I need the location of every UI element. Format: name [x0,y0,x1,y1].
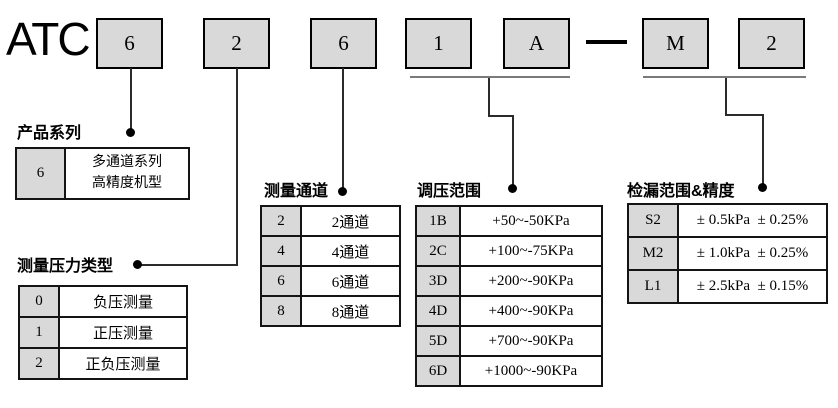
channels-table: 2 2通道 4 4通道 6 6通道 8 8通道 [260,205,401,327]
code-box-leak-letter: M [642,18,709,69]
table-row: 3D +200~-90KPa [415,265,603,297]
table-row: 1 正压测量 [18,316,188,349]
spec-value: 负压测量 [58,285,188,318]
table-row: 4D +400~-90KPa [415,295,603,327]
code-box-channels: 6 [310,18,377,69]
table-row: S2 ± 0.5kPa ± 0.25% [627,203,828,238]
table-row: 0 负压测量 [18,285,188,318]
underline-leak-group [643,76,806,78]
label-pressure-type: 测量压力类型 [17,258,114,275]
spec-value: +100~-75KPa [459,235,603,267]
spec-key: 6 [15,147,66,200]
spec-value: +50~-50KPa [459,205,603,237]
spec-key: 2C [415,235,461,267]
spec-key: 0 [18,285,60,318]
spec-key: 4D [415,295,461,327]
spec-key: 1 [18,316,60,349]
code-box-range-letter: A [503,18,570,69]
connector-leak-v2 [762,114,764,187]
spec-value: ± 2.5kPa ± 0.15% [677,269,828,304]
spec-value: 多通道系列 高精度机型 [64,147,190,200]
spec-value: 8通道 [300,295,401,327]
spec-value: 正压测量 [58,316,188,349]
table-row: 2 2通道 [260,205,401,237]
table-row: 6 6通道 [260,265,401,297]
model-prefix: ATC [6,13,91,65]
table-row: 6D +1000~-90KPa [415,355,603,387]
spec-value-line-1: 多通道系列 [92,155,162,171]
pressure-type-table: 0 负压测量 1 正压测量 2 正负压测量 [18,285,188,380]
connector-leak-dot [758,183,767,192]
spec-key: 2 [18,347,60,380]
connector-leak-v1 [725,78,727,116]
connector-pressure-type-h [138,264,238,266]
spec-key: 6D [415,355,461,387]
spec-value: +200~-90KPa [459,265,603,297]
spec-key: 5D [415,325,461,357]
spec-key: M2 [627,236,679,271]
code-separator-dash [586,40,627,44]
connector-range-v1 [488,78,490,117]
table-row: M2 ± 1.0kPa ± 0.25% [627,236,828,271]
pressure-range-table: 1B +50~-50KPa 2C +100~-75KPa 3D +200~-90… [415,205,603,387]
connector-leak-h [725,114,764,116]
spec-value: +1000~-90KPa [459,355,603,387]
leak-range-table: S2 ± 0.5kPa ± 0.25% M2 ± 1.0kPa ± 0.25% … [627,203,828,304]
table-row: 6 多通道系列 高精度机型 [15,147,190,200]
table-row: 2 正负压测量 [18,347,188,380]
connector-range-h [488,115,514,117]
label-pressure-range: 调压范围 [417,183,482,200]
connector-range-dot [508,184,517,193]
connector-range-v2 [512,115,514,188]
spec-value-lines: 多通道系列 高精度机型 [68,153,186,194]
spec-value: 4通道 [300,235,401,267]
table-row: 2C +100~-75KPa [415,235,603,267]
table-row: 1B +50~-50KPa [415,205,603,237]
spec-key: 3D [415,265,461,297]
table-row: 4 4通道 [260,235,401,267]
spec-value: 正负压测量 [58,347,188,380]
spec-key: L1 [627,269,679,304]
table-row: 8 8通道 [260,295,401,327]
spec-value: 2通道 [300,205,401,237]
table-row: 5D +700~-90KPa [415,325,603,357]
spec-key: 8 [260,295,302,327]
connector-channels-dot [338,187,347,196]
spec-key: S2 [627,203,679,238]
table-row: L1 ± 2.5kPa ± 0.15% [627,269,828,304]
code-box-series: 6 [96,18,163,69]
underline-pressure-range-group [410,76,570,78]
label-product-series: 产品系列 [17,125,82,142]
spec-key: 6 [260,265,302,297]
code-box-leak-digit: 2 [738,18,805,69]
code-box-range-digit: 1 [405,18,472,69]
spec-key: 1B [415,205,461,237]
connector-pressure-type-v [236,68,238,266]
spec-value: +400~-90KPa [459,295,603,327]
spec-value: ± 0.5kPa ± 0.25% [677,203,828,238]
connector-channels-v [342,68,344,189]
connector-series-dot [126,128,135,137]
label-leak-range: 检漏范围&精度 [627,183,735,200]
code-box-pressure-type: 2 [203,18,270,69]
spec-value: ± 1.0kPa ± 0.25% [677,236,828,271]
spec-key: 4 [260,235,302,267]
connector-pressure-type-dot [133,260,142,269]
product-series-table: 6 多通道系列 高精度机型 [15,147,190,200]
connector-series-v [130,68,132,129]
spec-key: 2 [260,205,302,237]
spec-value: 6通道 [300,265,401,297]
label-channels: 测量通道 [264,183,329,200]
spec-value-line-2: 高精度机型 [92,175,162,191]
spec-value: +700~-90KPa [459,325,603,357]
